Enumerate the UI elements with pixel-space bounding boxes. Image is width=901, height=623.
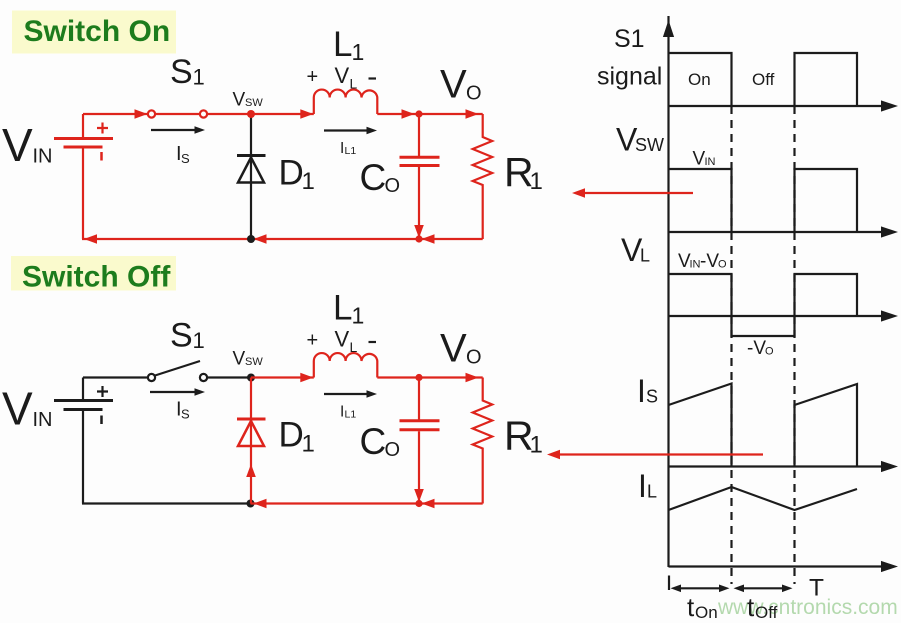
svg-text:V: V <box>335 63 350 88</box>
svg-text:Off: Off <box>755 603 778 622</box>
svg-text:www.cntronics.com: www.cntronics.com <box>717 596 898 619</box>
svg-text:V: V <box>233 349 246 370</box>
svg-text:O: O <box>385 175 401 197</box>
svg-text:-V: -V <box>700 251 719 272</box>
svg-text:On: On <box>688 70 711 89</box>
svg-text:IN: IN <box>705 156 716 168</box>
svg-text:1: 1 <box>302 168 315 195</box>
svg-text:S: S <box>170 317 193 355</box>
svg-text:On: On <box>695 603 718 622</box>
svg-text:SW: SW <box>635 135 664 155</box>
svg-text:V: V <box>2 119 33 171</box>
svg-text:I: I <box>637 373 646 409</box>
svg-text:L: L <box>640 246 650 266</box>
svg-text:1: 1 <box>530 168 543 195</box>
svg-text:T: T <box>809 575 824 602</box>
svg-text:t: t <box>687 592 695 622</box>
svg-text:t: t <box>747 592 755 622</box>
svg-text:+: + <box>307 66 319 88</box>
svg-text:D: D <box>279 416 304 455</box>
svg-text:D: D <box>279 154 304 193</box>
svg-text:I: I <box>340 404 344 421</box>
svg-text:+: + <box>307 330 319 352</box>
svg-text:O: O <box>718 259 727 271</box>
svg-text:I: I <box>176 399 182 421</box>
svg-text:S1: S1 <box>614 25 645 53</box>
svg-text:L1: L1 <box>345 145 357 157</box>
svg-text:1: 1 <box>352 303 365 329</box>
svg-text:V: V <box>621 232 643 268</box>
svg-text:L: L <box>333 289 352 328</box>
svg-text:S: S <box>646 387 658 407</box>
svg-text:L: L <box>350 339 358 355</box>
svg-text:1: 1 <box>193 328 205 353</box>
svg-text:IN: IN <box>33 409 53 431</box>
svg-text:O: O <box>765 346 774 358</box>
svg-text:I: I <box>176 143 182 165</box>
svg-text:1: 1 <box>193 65 205 90</box>
svg-text:-V: -V <box>747 338 766 359</box>
svg-text:IN: IN <box>690 259 701 271</box>
svg-text:S: S <box>181 407 190 422</box>
svg-text:IN: IN <box>33 146 53 168</box>
svg-text:Switch Off: Switch Off <box>22 261 171 294</box>
svg-text:signal: signal <box>597 63 662 91</box>
svg-text:L: L <box>647 482 657 502</box>
svg-text:O: O <box>466 83 482 105</box>
svg-text:Off: Off <box>752 70 775 89</box>
svg-text:V: V <box>440 327 467 371</box>
svg-text:V: V <box>335 327 350 352</box>
svg-text:Switch On: Switch On <box>24 15 171 48</box>
svg-text:C: C <box>360 421 387 462</box>
svg-text:L: L <box>333 25 352 64</box>
svg-text:O: O <box>385 439 401 461</box>
svg-text:I: I <box>340 140 344 157</box>
svg-text:C: C <box>360 157 387 198</box>
svg-text:1: 1 <box>530 432 543 459</box>
svg-text:R: R <box>504 149 534 195</box>
svg-text:V: V <box>233 90 246 111</box>
svg-text:V: V <box>678 251 691 272</box>
svg-text:L: L <box>350 76 358 92</box>
svg-text:I: I <box>638 468 647 504</box>
svg-text:S: S <box>170 53 193 91</box>
svg-text:V: V <box>440 63 467 107</box>
svg-text:V: V <box>616 122 638 158</box>
svg-text:V: V <box>2 383 33 435</box>
svg-text:O: O <box>466 347 482 369</box>
svg-text:1: 1 <box>302 431 315 458</box>
svg-text:R: R <box>504 413 534 459</box>
svg-text:L1: L1 <box>345 409 357 421</box>
svg-text:1: 1 <box>352 39 365 65</box>
svg-text:SW: SW <box>245 97 263 109</box>
svg-text:SW: SW <box>245 356 263 368</box>
svg-text:S: S <box>181 151 190 166</box>
svg-text:V: V <box>693 149 706 170</box>
